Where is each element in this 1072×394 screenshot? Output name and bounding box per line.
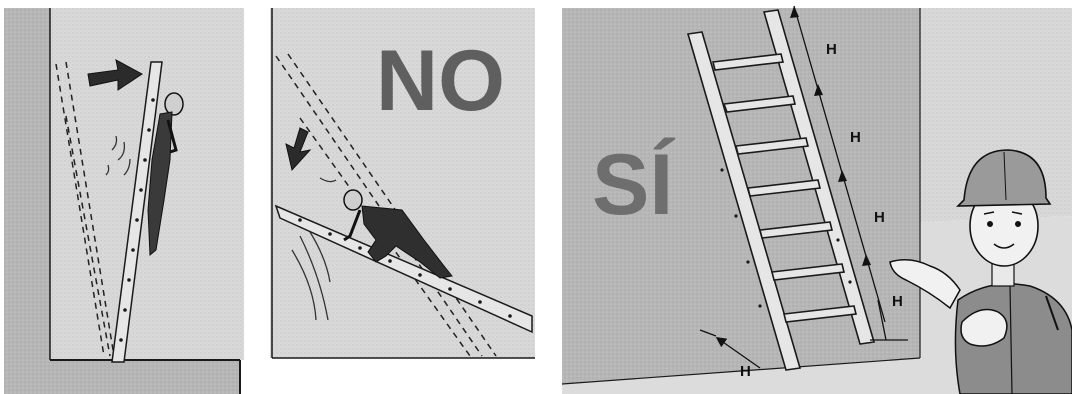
panel-ladder-slipping: NO xyxy=(270,8,535,358)
measure-label-4: H xyxy=(892,293,903,310)
floor-ledge xyxy=(4,360,240,394)
measure-label-base: H xyxy=(740,363,751,380)
panel-ladder-tipping xyxy=(4,8,244,394)
measure-label-2: H xyxy=(850,129,861,146)
left-wall xyxy=(4,8,50,394)
measure-label-1: H xyxy=(826,41,837,58)
panel-ladder-correct: SÍ xyxy=(562,6,1072,394)
measure-label-3: H xyxy=(874,209,885,226)
correct-label: SÍ xyxy=(592,137,675,233)
wrong-label: NO xyxy=(376,33,505,129)
